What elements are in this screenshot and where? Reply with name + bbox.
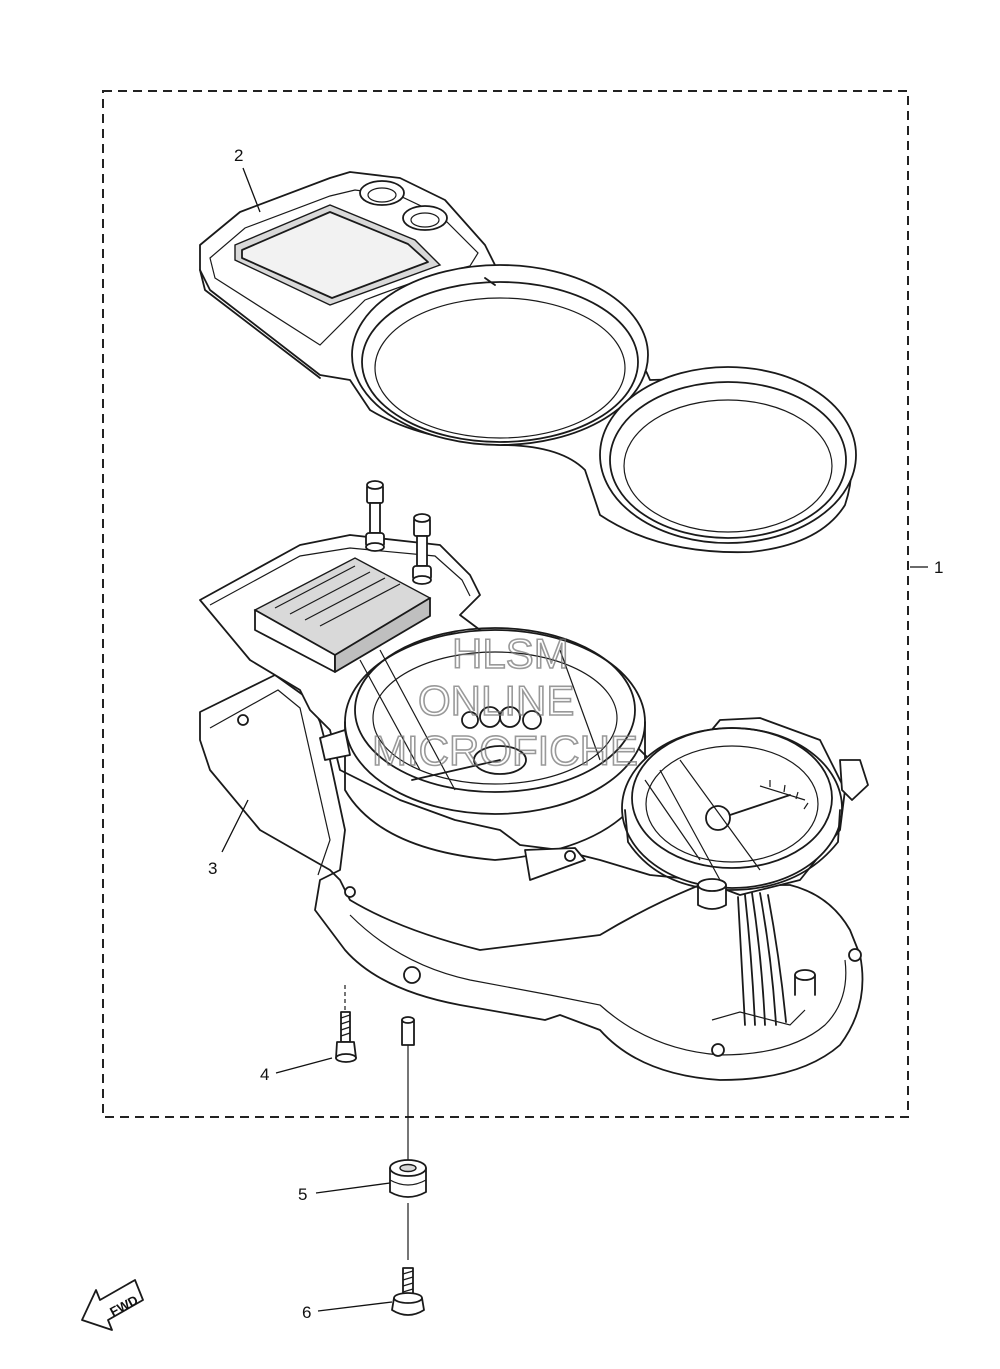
watermark: HLSM ONLINE MICROFICHE xyxy=(371,629,639,775)
svg-text:1: 1 xyxy=(934,558,943,577)
fwd-arrow-icon: FWD xyxy=(81,1279,144,1331)
svg-text:6: 6 xyxy=(302,1303,311,1322)
watermark-line1: HLSM xyxy=(452,630,569,677)
svg-text:3: 3 xyxy=(208,859,217,878)
callout-1: 1 xyxy=(910,558,943,577)
svg-text:5: 5 xyxy=(298,1185,307,1204)
callout-6: 6 xyxy=(302,1301,393,1322)
part-3-meter-body xyxy=(199,480,869,1081)
watermark-line2: ONLINE xyxy=(418,677,574,724)
watermark-line3: MICROFICHE xyxy=(372,727,638,774)
callout-5: 5 xyxy=(298,1182,391,1204)
part-4-screw xyxy=(335,985,357,1063)
svg-text:2: 2 xyxy=(234,146,243,165)
part-5-grommet xyxy=(389,1016,427,1198)
part-2-meter-cover xyxy=(199,171,857,554)
board-screw-b xyxy=(412,513,432,585)
callout-2: 2 xyxy=(234,146,261,213)
callout-4: 4 xyxy=(260,1057,333,1084)
callout-3: 3 xyxy=(208,799,249,878)
part-6-bolt xyxy=(391,1203,425,1316)
board-screw-a xyxy=(365,480,385,552)
svg-text:4: 4 xyxy=(260,1065,269,1084)
